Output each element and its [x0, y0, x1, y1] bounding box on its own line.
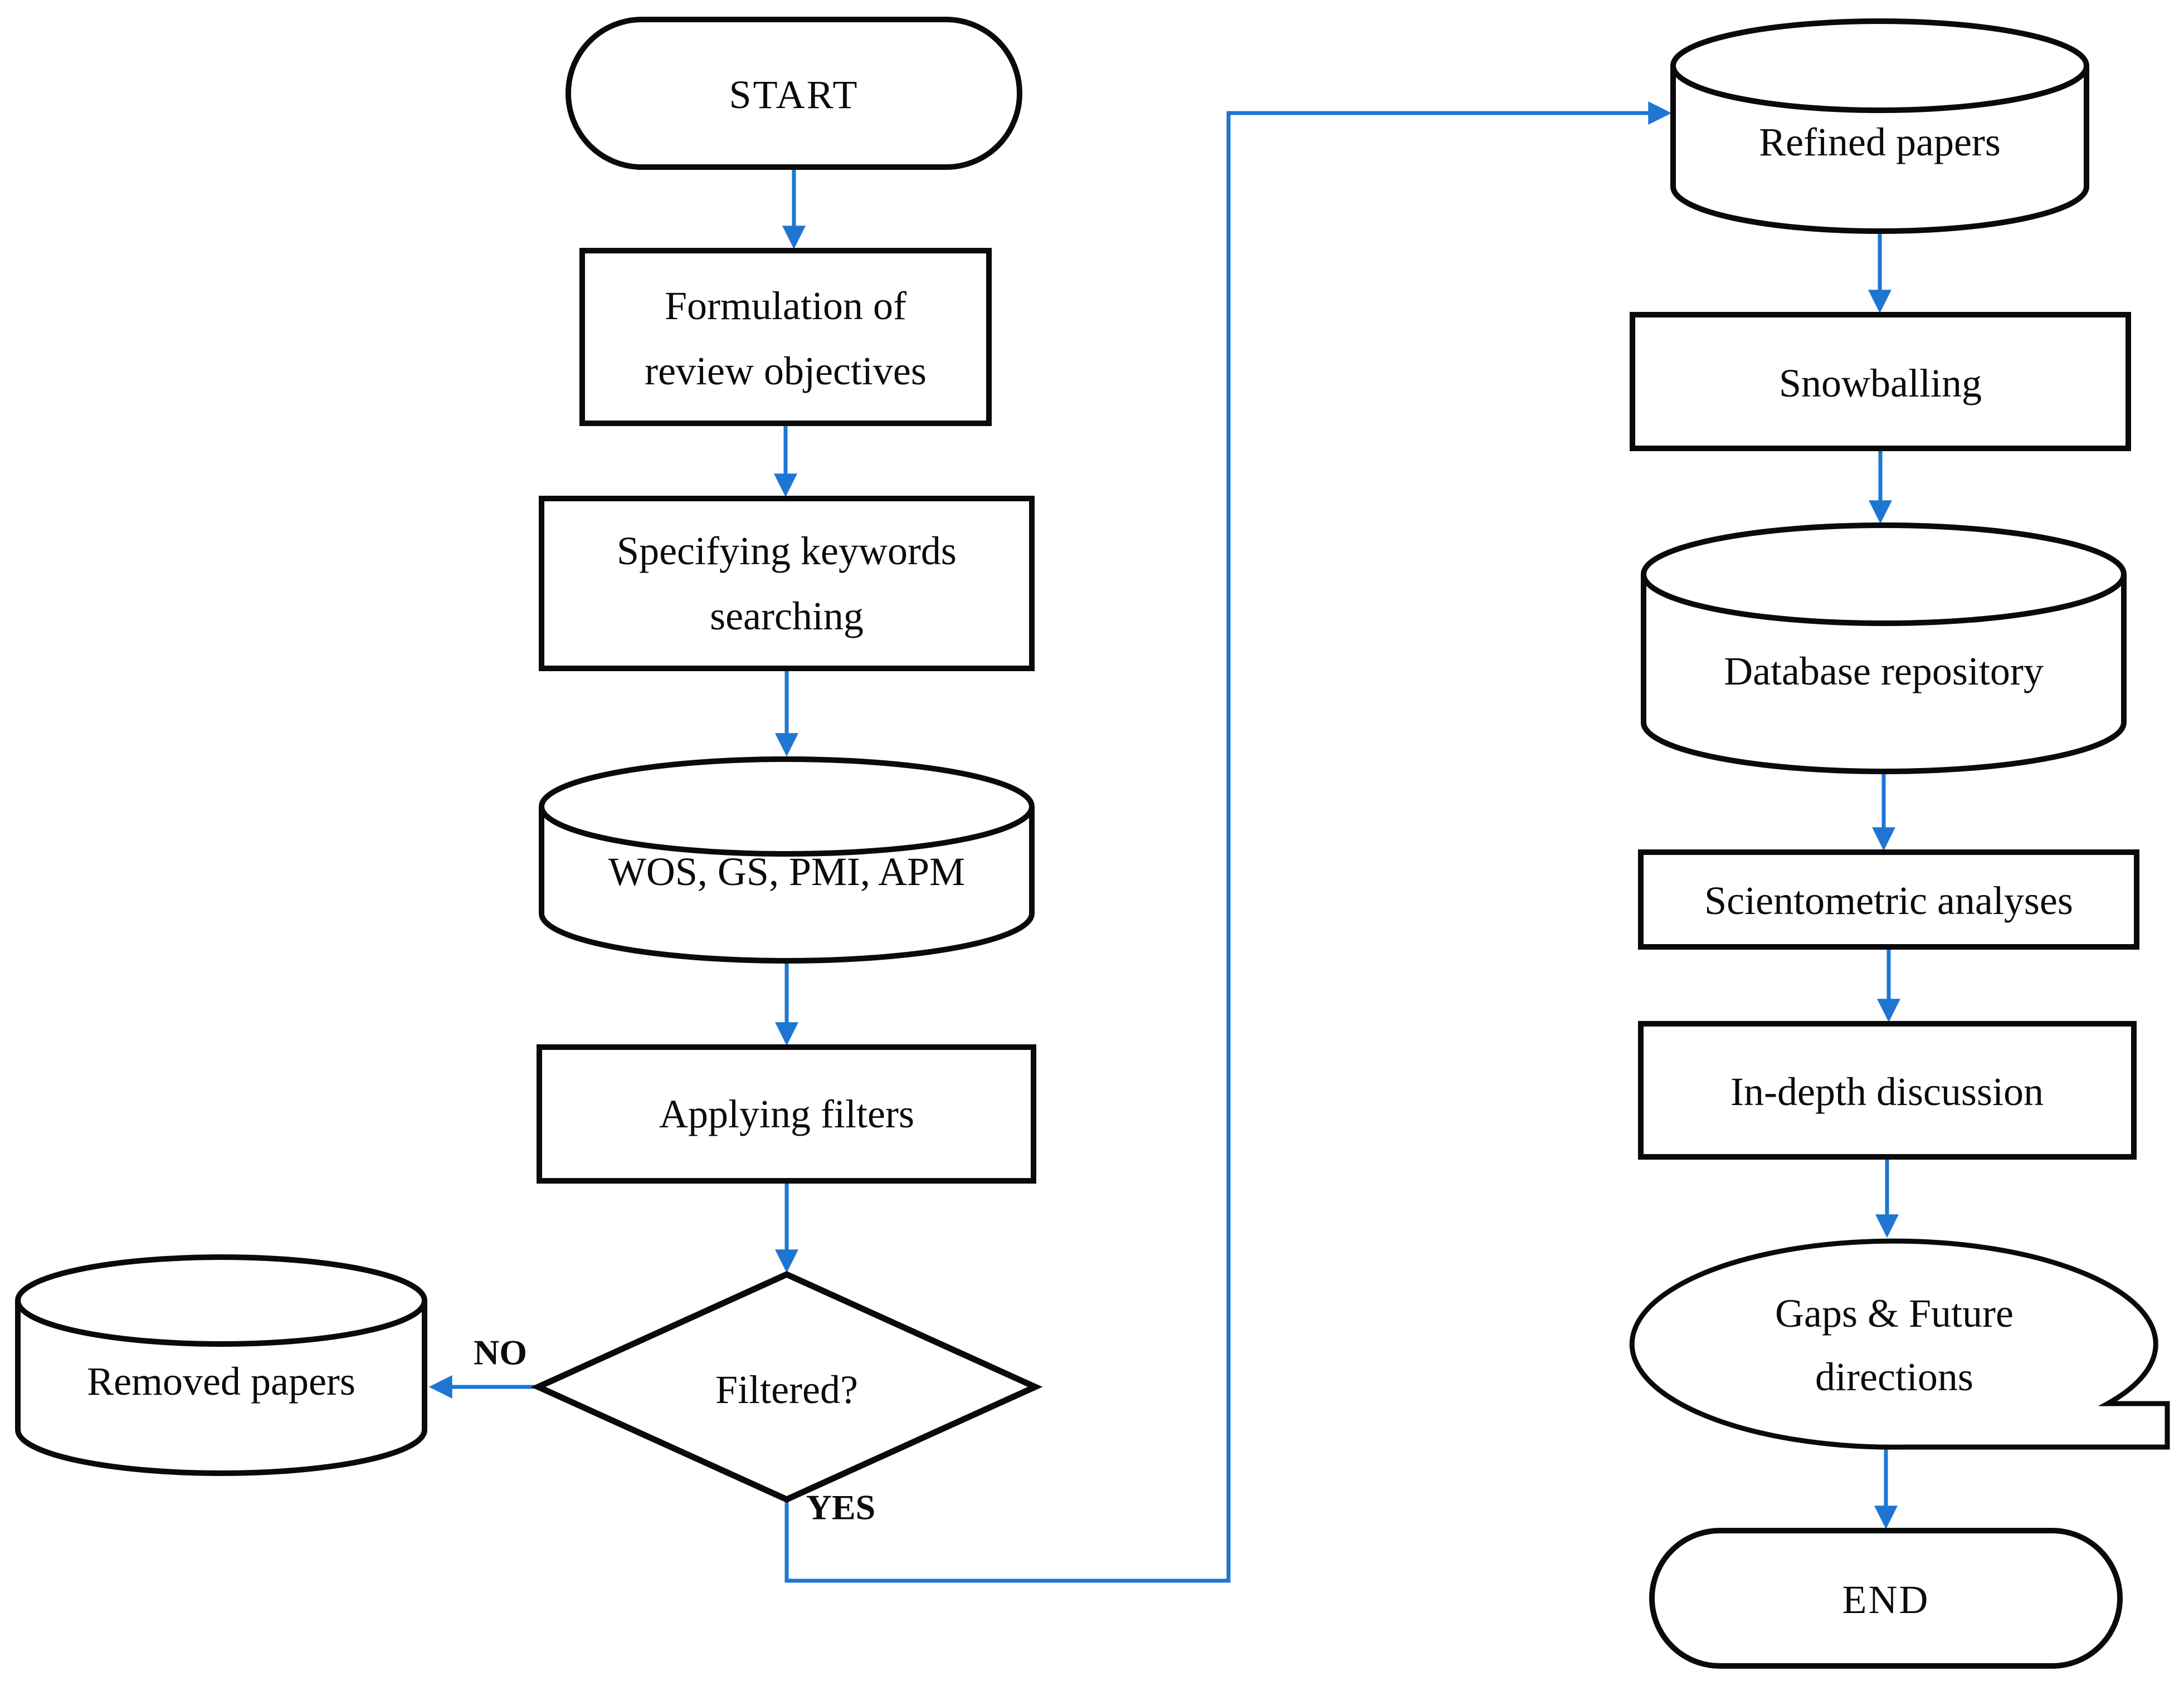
keywords-process-shape	[539, 496, 1035, 671]
edge-label-no: NO	[474, 1333, 527, 1372]
gaps-callout-shape	[1629, 1238, 2170, 1450]
removed-label: Removed papers	[87, 1359, 355, 1404]
end-terminator-shape	[1649, 1528, 2123, 1669]
formulation-label-line2: review objectives	[645, 349, 927, 393]
node-end: END	[1649, 1528, 2123, 1669]
end-label: END	[1842, 1577, 1930, 1622]
keywords-label-line1: Specifying keywords	[617, 529, 957, 573]
edge-label-yes: YES	[806, 1488, 876, 1527]
node-scientometric: Scientometric analyses	[1638, 849, 2139, 950]
repository-cylinder-body	[1641, 574, 2127, 774]
arrow-yes-feedback-to-refined	[784, 101, 1672, 1583]
node-keywords: Specifying keywords searching	[539, 496, 1035, 671]
start-terminator-shape	[566, 17, 1022, 170]
databases-cylinder-top	[539, 756, 1035, 857]
node-formulation: Formulation of review objectives	[579, 248, 992, 426]
gaps-label-line2: directions	[1815, 1355, 1973, 1399]
filters-label: Applying filters	[659, 1092, 914, 1136]
databases-label: WOS, GS, PMI, APM	[608, 849, 965, 894]
connectors	[428, 101, 1900, 1583]
formulation-label-line1: Formulation of	[665, 284, 906, 328]
node-removed: Removed papers	[15, 1254, 427, 1476]
node-databases: WOS, GS, PMI, APM	[539, 756, 1035, 964]
node-gaps: Gaps & Future directions	[1629, 1238, 2170, 1450]
gaps-label-line1: Gaps & Future	[1775, 1291, 2014, 1336]
snowballing-label: Snowballing	[1779, 361, 1982, 405]
node-refined: Refined papers	[1670, 18, 2089, 234]
indepth-process-shape	[1638, 1021, 2137, 1160]
node-start: START	[566, 17, 1022, 170]
filters-process-shape	[537, 1044, 1036, 1184]
formulation-process-shape	[579, 248, 992, 426]
indepth-label: In-depth discussion	[1730, 1069, 2044, 1114]
scientometric-process-shape	[1638, 849, 2139, 950]
repository-label: Database repository	[1724, 649, 2044, 693]
node-snowballing: Snowballing	[1630, 312, 2131, 451]
repository-cylinder-top	[1641, 522, 2127, 626]
snowballing-process-shape	[1630, 312, 2131, 451]
start-label: START	[729, 72, 859, 117]
node-filters: Applying filters	[537, 1044, 1036, 1184]
refined-cylinder-top	[1670, 18, 2089, 113]
decision-diamond-shape	[530, 1270, 1043, 1503]
node-repository: Database repository	[1641, 522, 2127, 774]
removed-cylinder-top	[15, 1254, 427, 1347]
refined-label: Refined papers	[1759, 120, 2001, 164]
node-indepth: In-depth discussion	[1638, 1021, 2137, 1160]
decision-label: Filtered?	[715, 1367, 858, 1412]
node-decision: Filtered?	[530, 1270, 1043, 1503]
scientometric-label: Scientometric analyses	[1704, 878, 2073, 923]
removed-cylinder-body	[15, 1301, 427, 1476]
keywords-label-line2: searching	[710, 594, 864, 638]
